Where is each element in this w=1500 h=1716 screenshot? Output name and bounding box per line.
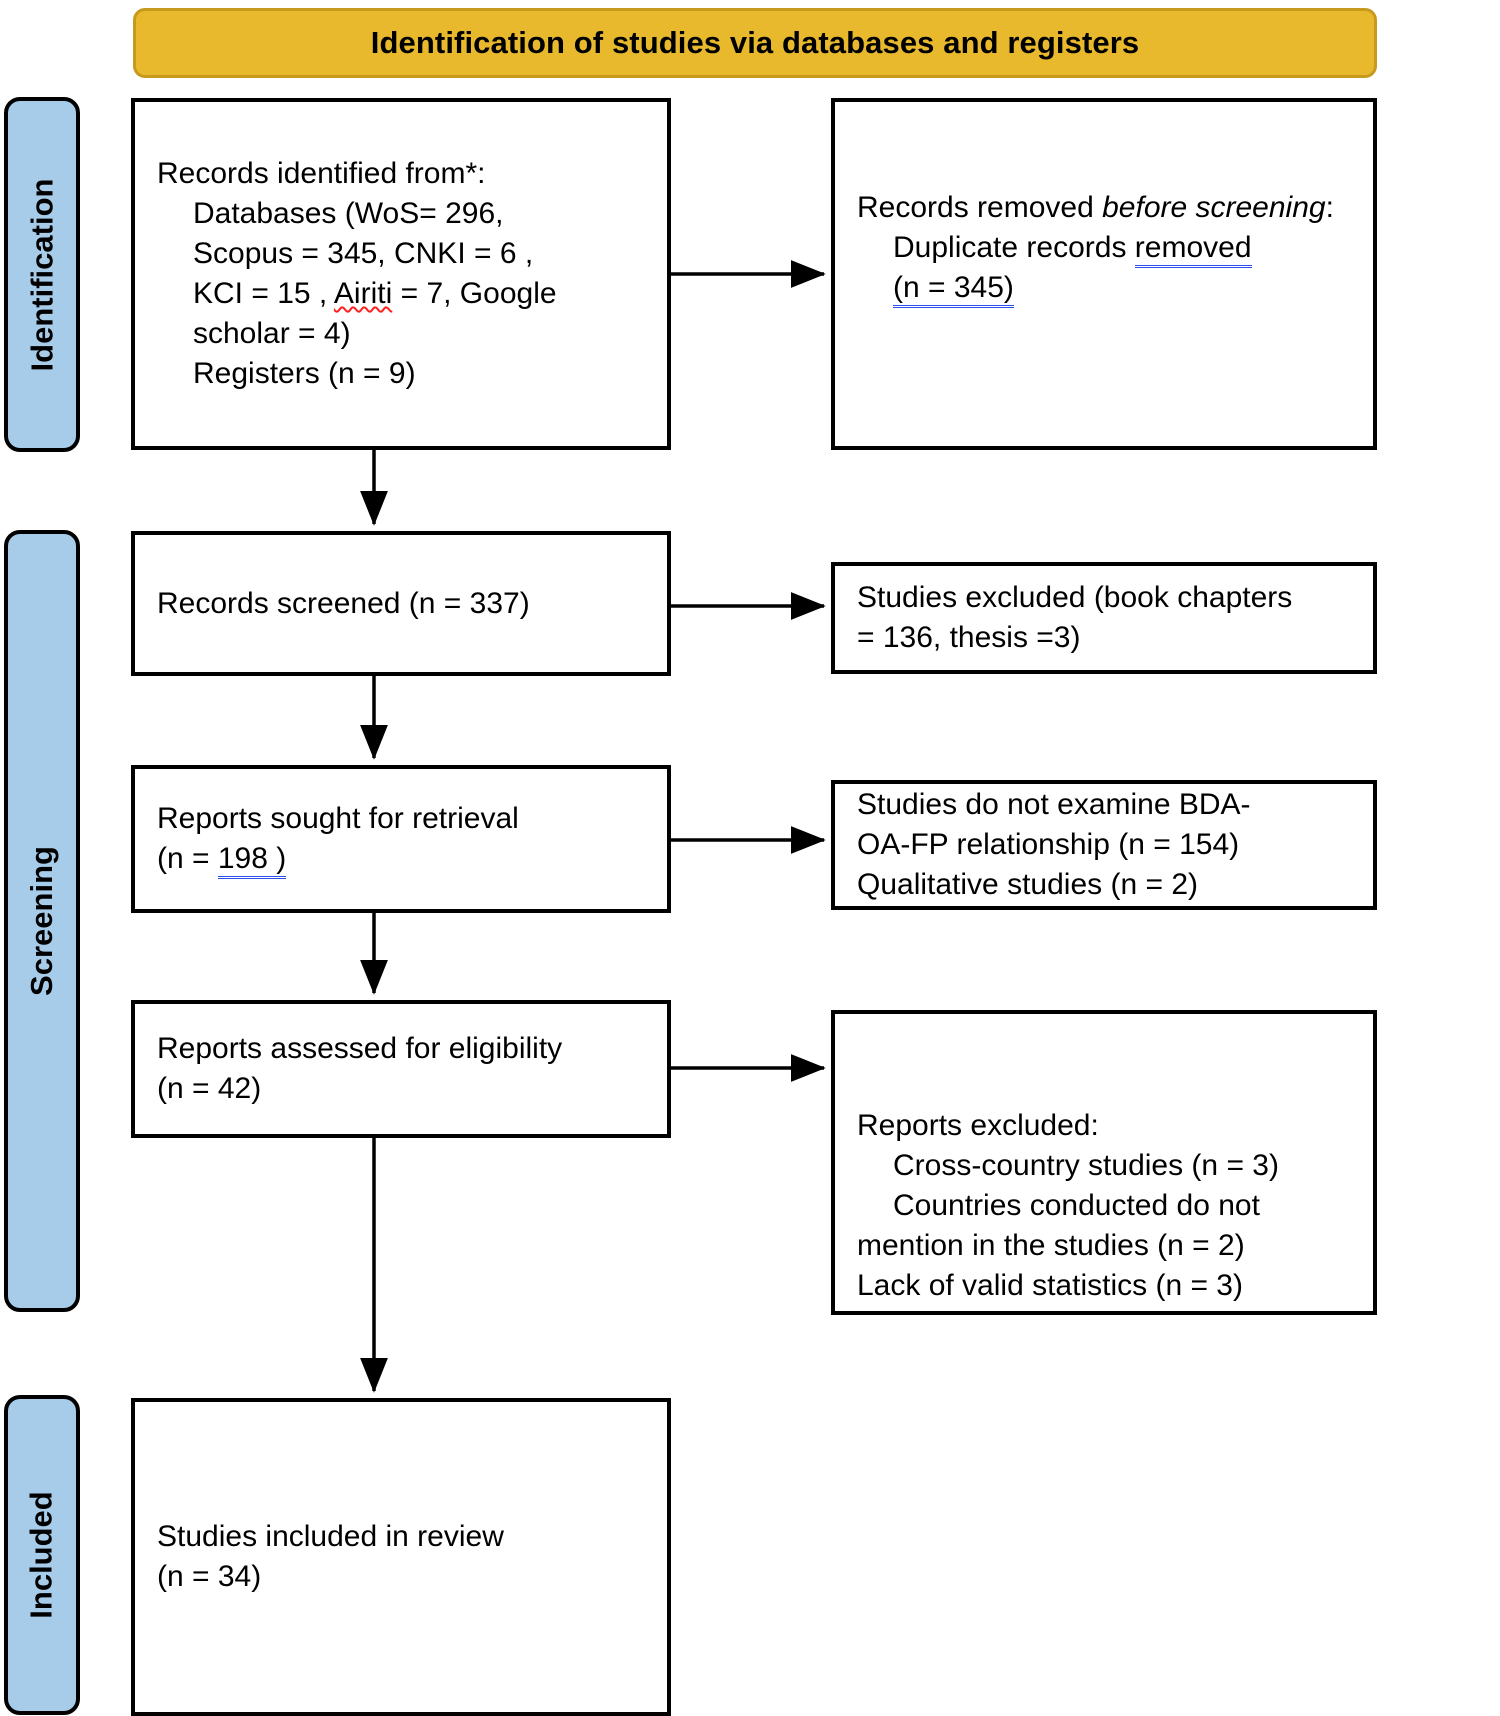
reports-sought-count-prefix: (n = xyxy=(157,842,218,875)
box-records-identified: Records identified from*: Databases (WoS… xyxy=(131,98,671,450)
stage-label-screening: Screening xyxy=(24,846,60,996)
box-studies-excluded-screening-text: Studies excluded (book chapters = 136, t… xyxy=(857,578,1292,658)
page-title: Identification of studies via databases … xyxy=(370,25,1140,60)
box-reports-sought-text: Reports sought for retrieval (n = 198 ) xyxy=(157,799,519,879)
studies-excluded-line2: = 136, thesis =3) xyxy=(857,621,1081,654)
excluded-retrieval-line3: Qualitative studies (n = 2) xyxy=(857,867,1199,901)
records-identified-databases-line3c: = 7, Google xyxy=(392,277,557,310)
studies-included-line1: Studies included in review xyxy=(157,1520,504,1554)
records-removed-heading-a: Records removed xyxy=(857,191,1103,224)
excluded-retrieval-line1: Studies do not examine BDA- xyxy=(857,788,1251,822)
records-identified-heading: Records identified from*: xyxy=(157,157,486,191)
reports-sought-line1: Reports sought for retrieval xyxy=(157,802,519,836)
box-reports-assessed-text: Reports assessed for eligibility (n = 42… xyxy=(157,1029,562,1109)
records-identified-databases-line4: scholar = 4) xyxy=(193,316,351,350)
box-reports-sought: Reports sought for retrieval (n = 198 ) xyxy=(131,765,671,913)
box-records-removed: Records removed before screening: Duplic… xyxy=(831,98,1377,450)
duplicate-records-label: Duplicate records xyxy=(893,230,1135,264)
grammar-flagged-word-removed: removed xyxy=(1134,230,1252,268)
box-studies-excluded-retrieval: Studies do not examine BDA- OA-FP relati… xyxy=(831,780,1377,910)
records-identified-databases-line1: Databases (WoS= 296, xyxy=(193,197,504,231)
box-reports-excluded-text: Reports excluded: Cross-country studies … xyxy=(857,1106,1279,1305)
reports-excluded-heading: Reports excluded: xyxy=(857,1109,1099,1142)
box-studies-excluded-retrieval-text: Studies do not examine BDA- OA-FP relati… xyxy=(857,785,1251,905)
stage-tab-identification: Identification xyxy=(4,97,80,452)
diagram-title-banner: Identification of studies via databases … xyxy=(133,8,1377,78)
records-identified-databases-line3a: KCI = 15 , xyxy=(193,277,334,310)
stage-tab-screening: Screening xyxy=(4,530,80,1312)
reports-excluded-line1: Cross-country studies (n = 3) xyxy=(893,1148,1279,1182)
excluded-retrieval-line2: OA-FP relationship (n = 154) xyxy=(857,828,1240,862)
reports-excluded-line2: Countries conducted do not xyxy=(893,1188,1260,1222)
box-records-screened-text: Records screened (n = 337) xyxy=(157,586,530,620)
stage-label-identification: Identification xyxy=(24,178,60,371)
records-identified-registers: Registers (n = 9) xyxy=(193,356,416,390)
misspelled-word-airiti: Airiti xyxy=(333,277,393,310)
reports-excluded-line3: mention in the studies (n = 2) xyxy=(857,1228,1245,1262)
box-reports-assessed: Reports assessed for eligibility (n = 42… xyxy=(131,1000,671,1138)
reports-sought-count: 198 ) xyxy=(217,842,287,879)
studies-included-count: (n = 34) xyxy=(157,1560,262,1593)
reports-assessed-line1: Reports assessed for eligibility xyxy=(157,1032,563,1066)
reports-assessed-count: (n = 42) xyxy=(157,1072,262,1105)
studies-excluded-line1: Studies excluded (book chapters xyxy=(857,581,1293,615)
box-records-screened: Records screened (n = 337) xyxy=(131,531,671,676)
box-records-identified-text: Records identified from*: Databases (WoS… xyxy=(157,154,557,393)
duplicate-records-count: (n = 345) xyxy=(893,270,1014,308)
stage-tab-included: Included xyxy=(4,1395,80,1715)
records-removed-heading-c: : xyxy=(1325,191,1334,224)
box-studies-included-text: Studies included in review (n = 34) xyxy=(157,1517,504,1597)
box-records-removed-text: Records removed before screening: Duplic… xyxy=(857,188,1334,308)
box-studies-excluded-screening: Studies excluded (book chapters = 136, t… xyxy=(831,562,1377,674)
records-removed-heading-emphasis: before screening xyxy=(1102,191,1326,224)
records-identified-databases-line2: Scopus = 345, CNKI = 6 , xyxy=(193,237,534,271)
reports-excluded-line4: Lack of valid statistics (n = 3) xyxy=(857,1268,1243,1302)
stage-label-included: Included xyxy=(24,1491,60,1619)
box-reports-excluded: Reports excluded: Cross-country studies … xyxy=(831,1010,1377,1315)
box-studies-included: Studies included in review (n = 34) xyxy=(131,1398,671,1716)
